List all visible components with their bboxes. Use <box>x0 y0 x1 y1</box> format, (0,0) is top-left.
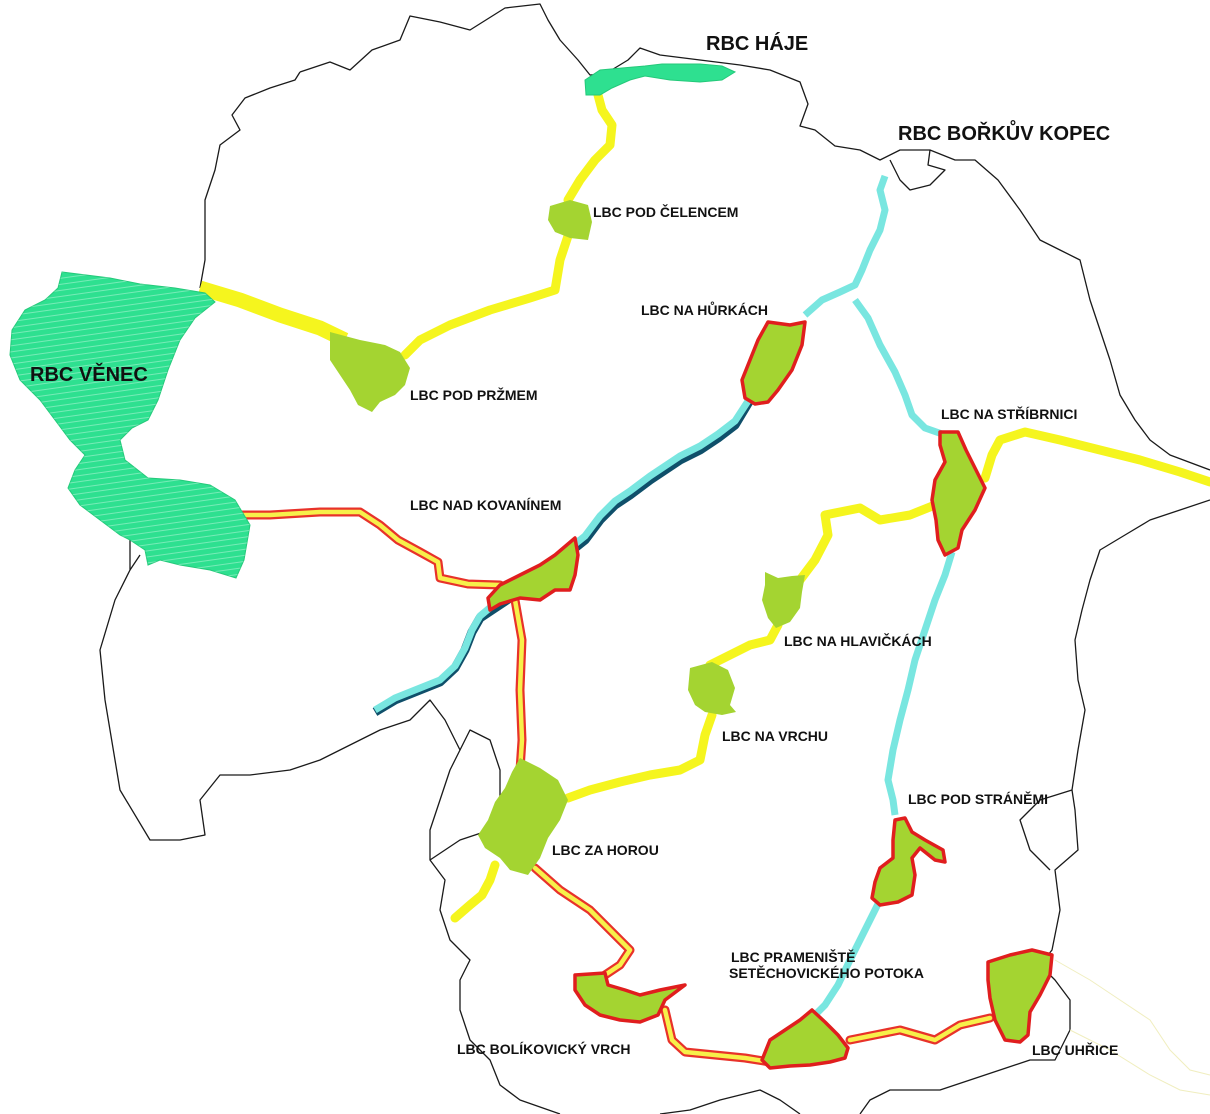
label-lbc-za-horou: LBC ZA HOROU <box>552 842 659 858</box>
lbc-uhrice-area[interactable] <box>986 948 1054 1044</box>
boundary-neighbour <box>1054 959 1210 1096</box>
corridor-stribrnici-east <box>980 427 1210 487</box>
river-east <box>852 297 947 439</box>
corridor-haje-celenec <box>563 90 617 205</box>
label-lbc-pod-celencem: LBC POD ČELENCEM <box>593 203 738 220</box>
label-lbc-prameniste-line2: SETĚCHOVICKÉHO POTOKA <box>729 964 924 981</box>
lbc-bolikovicky-vrch-area[interactable] <box>573 971 687 1024</box>
lbc-nad-kovaninem-area[interactable] <box>486 536 580 612</box>
corridors-red <box>230 507 995 1067</box>
corridor-venec-przmem <box>197 280 349 347</box>
corridor-venec-kovaninem <box>232 509 518 598</box>
boundary-inner-south <box>129 554 501 861</box>
lbc-pod-celencem-area[interactable] <box>548 200 592 240</box>
corridor-bolikovicky-prameniste <box>662 1007 773 1065</box>
boundary-inner-east <box>889 149 1073 871</box>
river-south <box>809 550 956 1021</box>
boundary-northwest <box>199 71 301 289</box>
lbc-na-hlavickach-area[interactable] <box>762 572 805 628</box>
label-lbc-uhrice: LBC UHŘICE <box>1032 1041 1118 1058</box>
label-lbc-nad-kovaninem: LBC NAD KOVANÍNEM <box>410 497 561 513</box>
corridor-prameniste-uhrice <box>847 1015 993 1043</box>
lbc-pod-stranemi-area[interactable] <box>870 816 947 907</box>
label-rbc-borkuv-kopec: RBC BOŘKŮV KOPEC <box>898 119 1110 145</box>
lbc-prameniste-area[interactable] <box>760 1008 850 1070</box>
corridor-vrchu-zahorou <box>563 710 717 803</box>
rbc-venec-hatch <box>10 272 250 578</box>
local-biocentres-outlined <box>486 320 1054 1070</box>
cadastral-boundaries <box>99 3 1210 1114</box>
corridor-stribrnici-hlavickach <box>795 500 940 585</box>
label-rbc-venec: RBC VĚNEC <box>30 362 148 386</box>
local-biocentres <box>330 200 805 875</box>
label-lbc-na-hlavickach: LBC NA HLAVIČKÁCH <box>784 632 932 649</box>
corridor-zahorou-bolikovicky <box>532 865 633 978</box>
label-lbc-na-vrchu: LBC NA VRCHU <box>722 728 828 744</box>
lbc-za-horou-area[interactable] <box>478 758 568 875</box>
corridor-zahorou-southwest <box>450 860 500 923</box>
label-rbc-haje: RBC HÁJE <box>706 32 808 55</box>
label-lbc-bolikovicky-vrch: LBC BOLÍKOVICKÝ VRCH <box>457 1040 630 1057</box>
rbc-haje-area[interactable] <box>584 63 737 96</box>
lbc-pod-przmem-area[interactable] <box>330 332 410 412</box>
lbc-na-hurkach-area[interactable] <box>740 320 807 406</box>
lbc-na-stribrnici-area[interactable] <box>930 430 987 557</box>
label-lbc-pod-stranemi: LBC POD STRÁNĚMI <box>908 790 1048 807</box>
regional-biocentres <box>9 63 737 579</box>
corridor-celenec-przmem <box>400 231 573 360</box>
label-lbc-pod-przmem: LBC POD PRŽMEM <box>410 386 538 403</box>
label-lbc-prameniste-line1: LBC PRAMENIŠTĚ <box>731 948 855 965</box>
corridor-zahorou-bolikovicky-red <box>530 863 635 980</box>
label-lbc-na-hurkach: LBC NA HŮRKÁCH <box>641 300 768 318</box>
river-upper <box>802 174 889 318</box>
label-lbc-na-stribrnici: LBC NA STŘÍBRNICI <box>941 405 1077 422</box>
corridor-kovaninem-zahorou <box>512 597 525 773</box>
lbc-na-vrchu-area[interactable] <box>688 662 736 715</box>
boundary-outer <box>99 3 1210 1114</box>
map-labels: RBC HÁJE RBC BOŘKŮV KOPEC RBC VĚNEC LBC … <box>30 32 1118 1058</box>
